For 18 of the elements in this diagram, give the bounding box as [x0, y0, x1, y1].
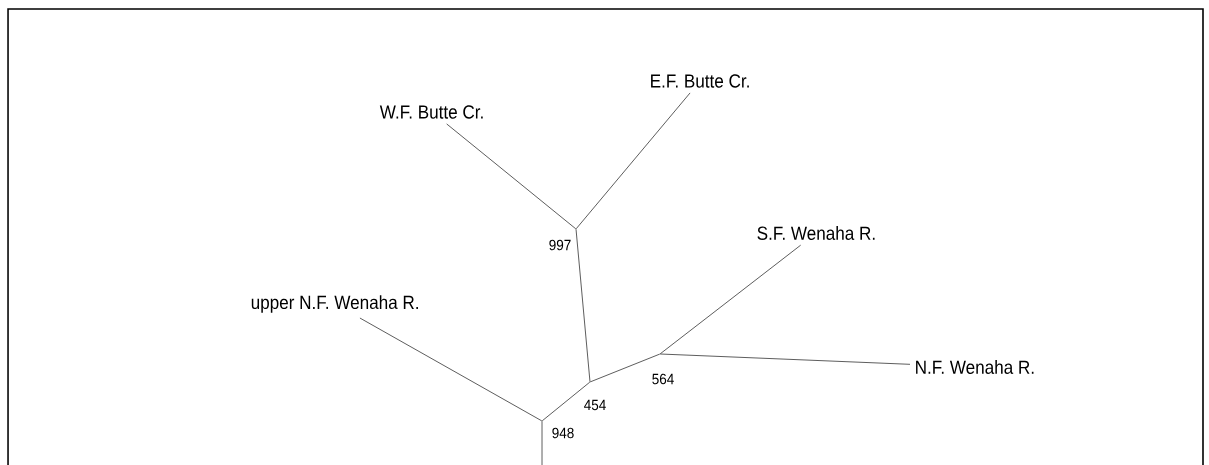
bootstrap-value: 997: [549, 239, 571, 251]
branch-line: [541, 420, 543, 465]
bootstrap-value: 454: [584, 399, 606, 411]
leaf-label: W.F. Butte Cr.: [379, 105, 483, 119]
bootstrap-value: 948: [552, 427, 574, 439]
branch-line: [659, 244, 802, 355]
branch-line: [659, 353, 911, 365]
leaf-label: S.F. Wenaha R.: [757, 226, 875, 240]
branch-line: [575, 92, 691, 230]
leaf-label: upper N.F. Wenaha R.: [251, 295, 418, 313]
bootstrap-value: 564: [652, 373, 674, 385]
leaf-label: N.F. Wenaha R.: [916, 360, 1034, 374]
branch-line: [589, 353, 661, 383]
leaf-label: E.F. Butte Cr.: [651, 74, 749, 88]
branch-line: [575, 228, 591, 383]
branch-line: [541, 381, 591, 422]
branch-line: [446, 123, 577, 230]
branch-line: [359, 317, 543, 422]
